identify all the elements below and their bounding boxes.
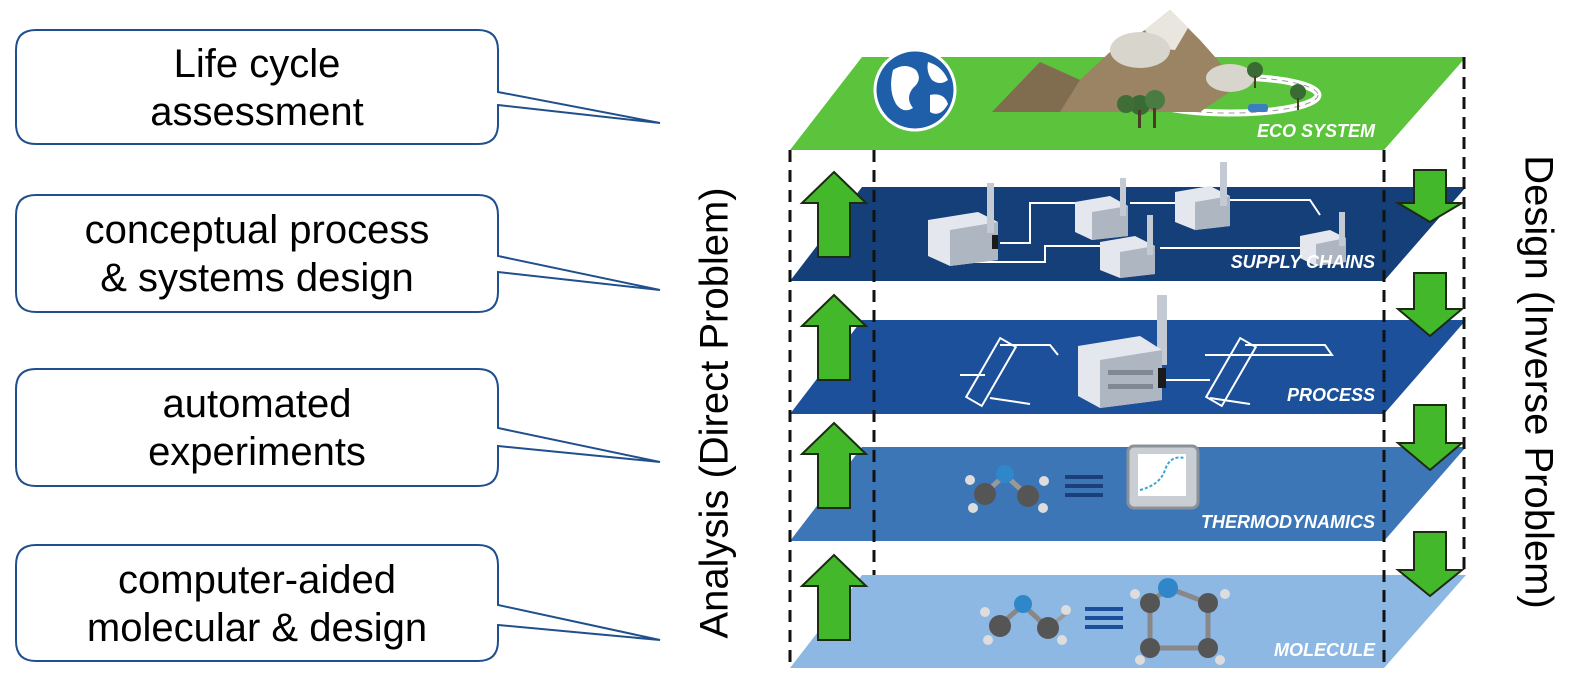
callout-bubble <box>15 29 661 145</box>
up-arrows <box>799 170 869 641</box>
layer-process: PROCESS <box>790 295 1466 414</box>
layer-label-thermodynamics: THERMODYNAMICS <box>1201 512 1375 532</box>
layer-label-process: PROCESS <box>1287 385 1375 405</box>
down-arrow-icon <box>1395 272 1465 338</box>
callout-computer-aided: computer-aided molecular & design <box>12 556 502 652</box>
callout-line: assessment <box>150 90 364 134</box>
callout-line: molecular & design <box>86 606 428 650</box>
layer-eco-system: ECO SYSTEM <box>790 10 1466 150</box>
layer-molecule: MOLECULE <box>790 575 1466 668</box>
process-plant-icon <box>960 336 1334 408</box>
layer-label-molecule: MOLECULE <box>1274 640 1376 660</box>
callouts <box>15 29 661 662</box>
layer-supply-chains: SUPPLY CHAINS <box>790 162 1466 281</box>
callout-bubble <box>15 368 661 487</box>
callout-conceptual-process: conceptual process & systems design <box>12 206 502 302</box>
up-arrow-icon <box>799 421 869 509</box>
up-arrow-icon <box>799 170 869 258</box>
callout-line: experiments <box>148 430 366 474</box>
callout-life-cycle: Life cycle assessment <box>12 40 502 136</box>
design-label: Design (Inverse Problem) <box>1516 155 1561 609</box>
globe-mountains-icon <box>873 10 1322 132</box>
down-arrow-icon <box>1395 531 1465 598</box>
callout-line: & systems design <box>100 256 414 300</box>
callout-bubble <box>15 194 661 313</box>
up-arrow-icon <box>799 553 869 641</box>
callout-line: computer-aided <box>118 558 396 602</box>
callout-line: Life cycle <box>173 42 341 86</box>
layer-label-eco-system: ECO SYSTEM <box>1257 121 1376 141</box>
analysis-label: Analysis (Direct Problem) <box>692 187 737 639</box>
molecule-structure-icon <box>980 578 1230 665</box>
factory-network-icon <box>928 162 1346 278</box>
layer-thermodynamics: THERMODYNAMICS <box>790 444 1466 541</box>
callout-line: automated <box>162 382 352 426</box>
down-arrow-icon <box>1395 404 1465 472</box>
molecule-equilibrium-icon <box>965 444 1200 513</box>
callout-automated-experiments: automated experiments <box>12 380 502 476</box>
layer-label-supply-chains: SUPPLY CHAINS <box>1231 252 1375 272</box>
dashed-guides <box>788 57 1466 668</box>
up-arrow-icon <box>799 293 869 381</box>
factory-icon <box>1078 295 1167 408</box>
callout-line: conceptual process <box>84 208 430 252</box>
down-arrow-icon <box>1394 169 1466 224</box>
down-arrows <box>1394 169 1466 598</box>
callout-bubble <box>15 544 661 662</box>
